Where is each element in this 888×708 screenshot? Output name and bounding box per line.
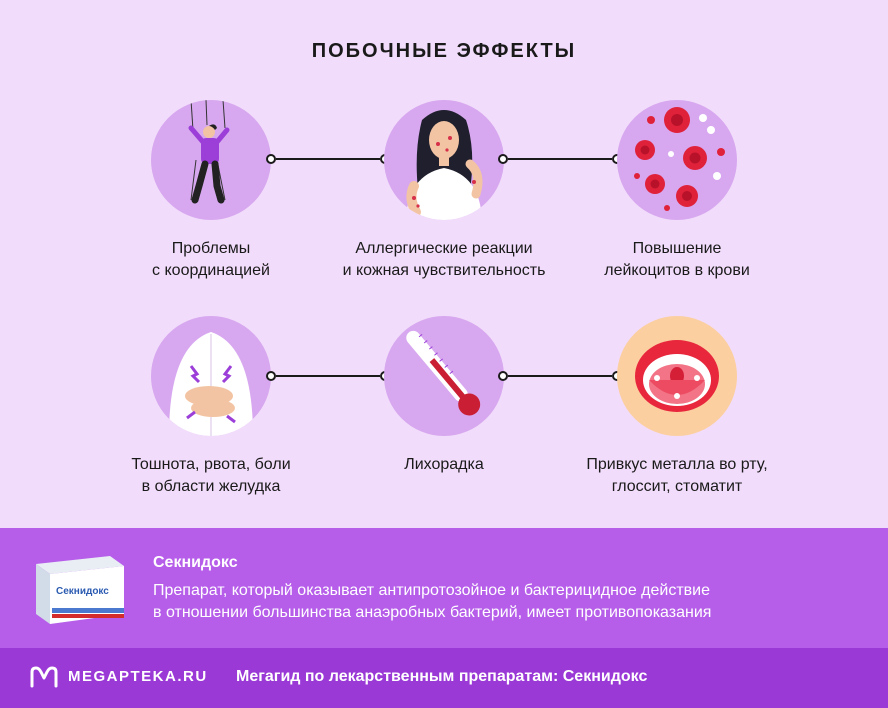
connector-dot — [266, 154, 276, 164]
connector-dot — [266, 371, 276, 381]
brand-logo-text[interactable]: MEGAPTEKA.RU — [68, 668, 208, 685]
megapteka-logo-icon — [30, 666, 58, 688]
drug-name: Секнидокс — [153, 554, 238, 571]
effect-caption: Привкус металла во рту,глоссит, стоматит — [586, 456, 768, 495]
effect-caption: Лихорадка — [404, 456, 484, 473]
svg-text:Секнидокс: Секнидокс — [56, 586, 109, 597]
puppet-icon — [151, 100, 271, 220]
connector-dot — [498, 371, 508, 381]
connector-dot — [498, 154, 508, 164]
connector-line — [508, 375, 612, 377]
drug-info-band: Секнидокс Секнидокс Препарат, который ок… — [0, 528, 888, 648]
open-mouth-icon — [617, 316, 737, 436]
blood-cells-icon — [617, 100, 737, 220]
connector-line — [276, 158, 380, 160]
footer-bar: MEGAPTEKA.RU Мегагид по лекарственным пр… — [0, 648, 888, 708]
allergic-woman-icon — [384, 100, 504, 220]
connector-line — [276, 375, 380, 377]
drug-description: Препарат, который оказывает антипротозой… — [153, 582, 712, 621]
drug-box-image: Секнидокс — [28, 548, 128, 628]
page-title: ПОБОЧНЫЕ ЭФФЕКТЫ — [311, 40, 577, 62]
stomach-pain-icon — [151, 316, 271, 436]
connector-line — [508, 158, 612, 160]
thermometer-icon — [384, 316, 504, 436]
footer-caption: Мегагид по лекарственным препаратам: Сек… — [236, 668, 648, 685]
